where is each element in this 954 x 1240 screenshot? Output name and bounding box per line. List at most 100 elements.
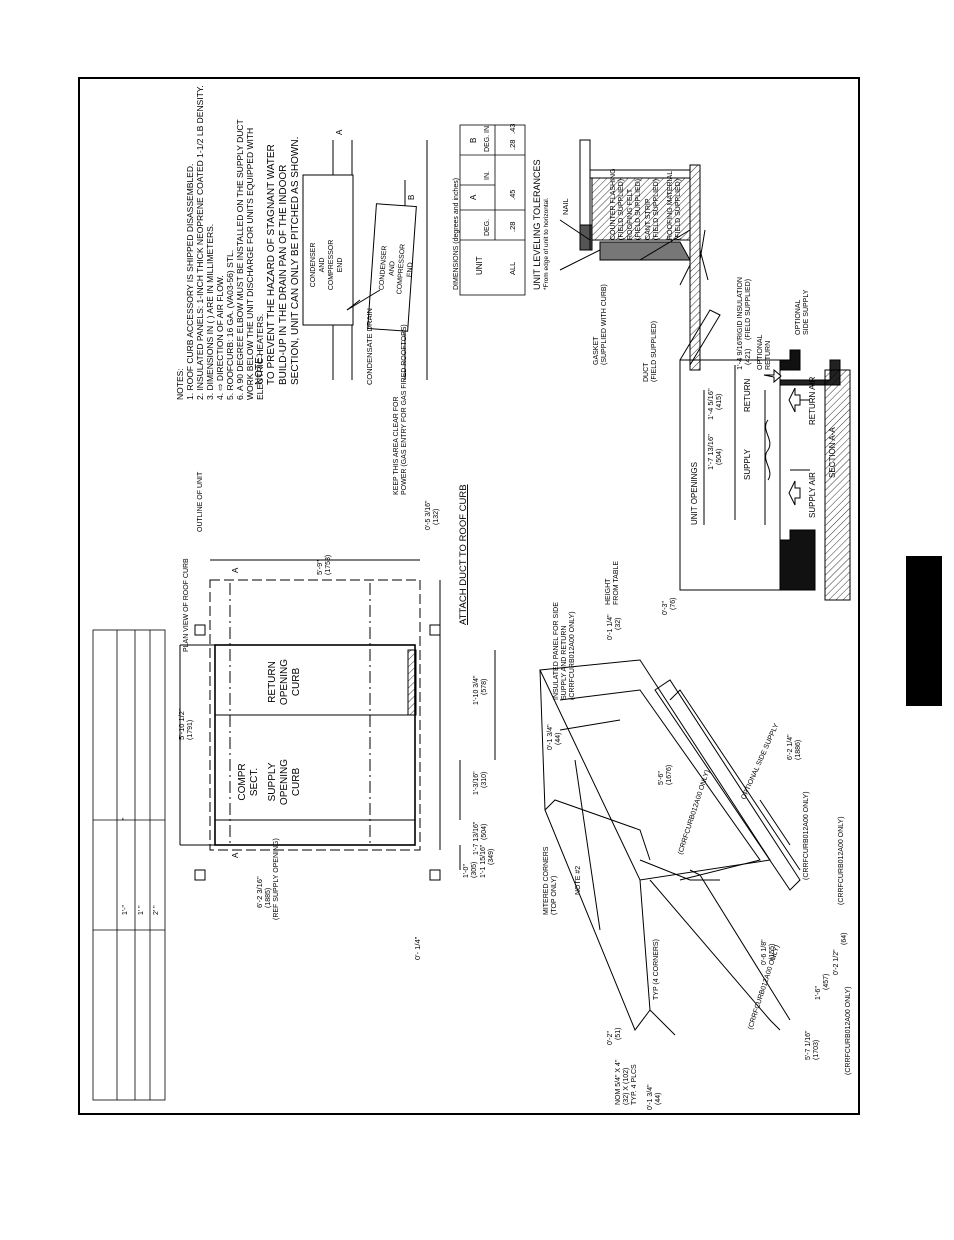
svg-text:FROM TABLE: FROM TABLE [613, 561, 620, 605]
table-row-deg-b: .28 [508, 140, 517, 150]
svg-text:(32) X (102): (32) X (102) [623, 1068, 630, 1105]
pitch-diagram [302, 140, 428, 380]
pitch-note-heading: NOTE: [254, 354, 265, 385]
section-dim-1: 1'-7 13/16" [706, 434, 715, 470]
section-title: SECTION A-A [828, 427, 837, 478]
typ-4-corners-label: TYP (4 CORNERS) [653, 939, 660, 1000]
pitch-b-label: B [407, 195, 416, 200]
plan-dim-left-mm: (1885) [265, 888, 272, 908]
mitered-corners-label: MITERED CORNERS (TOP ONLY) [543, 846, 558, 915]
iso-d114-mm: (32) [615, 618, 622, 630]
svg-text:(TOP ONLY): (TOP ONLY) [551, 876, 558, 915]
supply-air-arrow-icon [788, 480, 801, 506]
note-line-2: 2. INSULATED PANELS: 1-INCH THICK NEOPRE… [195, 85, 205, 400]
section-a-mark-top: A [231, 567, 240, 573]
plan-d5: 1'-10 3/4" [473, 675, 480, 705]
table-col-a: A [469, 194, 478, 200]
insulated-panel-label: INSULATED PANEL FOR SIDE SUPPLY AND RETU… [553, 602, 576, 700]
return-opening-curb-label: RETURN OPENING CURB [267, 659, 302, 705]
roofing-material-label: ROOFING MATERIAL (FIELD SUPPLIED) [667, 171, 682, 240]
section-dim-3: 1'-4 9/16" [735, 338, 744, 370]
duct-label: DUCT (FIELD SUPPLIED) [643, 321, 658, 382]
iso-d02: 0'-2" [607, 1031, 614, 1045]
dimensions-table-title: DIMENSIONS (degrees and inches) [453, 178, 460, 290]
plan-dim-top: 5'-10 1/2" [177, 708, 186, 740]
iso-d3-mm: (76) [670, 598, 677, 610]
plan-d4: 1'-3/16" [473, 771, 480, 795]
plan-dim-left: 6'-2 3/16" [255, 876, 264, 908]
iso-crrf-3: (CRRFCURB012A00 ONLY) [838, 816, 845, 905]
iso-d0134b: 0'-1 3/4" [647, 1084, 654, 1110]
ref-supply-label: (REF SUPPLY OPENING) [273, 838, 280, 920]
nail-label: NAIL [561, 198, 570, 215]
gasket-label: GASKET (SUPPLIED WITH CURB) [593, 284, 608, 365]
svg-text:CURB: CURB [291, 668, 302, 697]
drawing-border [78, 77, 860, 1115]
airflow-arrows [763, 368, 801, 506]
plan-d3: 1'-7 13/16" [473, 821, 480, 855]
svg-text:COMPRESSOR: COMPRESSOR [396, 244, 407, 295]
rigid-insulation-label: RIGID INSULATION (FIELD SUPPLIED) [737, 277, 752, 340]
iso-d134-mm: (44) [555, 733, 562, 745]
condenser-label-2: CONDENSER AND COMPRESSOR END [378, 244, 414, 295]
svg-text:END: END [337, 258, 344, 273]
svg-text:SIDE SUPPLY: SIDE SUPPLY [803, 289, 810, 335]
table-sub-in-b: IN. [484, 124, 491, 133]
iso-d212-mm: (64) [841, 933, 848, 945]
plan-d6: 0'-5 3/16" [425, 500, 432, 530]
ruled-table [92, 629, 166, 1101]
plan-dim-top-mm: (1791) [187, 720, 194, 740]
section-a-mark-bottom: A [231, 852, 240, 858]
table-sub-deg-a: DEG. [484, 219, 491, 236]
optional-side-supply-iso: OPTIONAL SIDE SUPPLY [740, 722, 780, 800]
counter-flashing-label: COUNTER FLASHING (FIELD SUPPLIED) [610, 168, 625, 240]
note-line-5: 5. ROOFCURB: 16 GA. (VA03-56) STL. [225, 250, 235, 400]
table-sub-deg-b: DEG. [484, 135, 491, 152]
iso-d212: 0'-2 1/2" [833, 949, 840, 975]
note-2-label: NOTE #2 [575, 866, 582, 895]
svg-text:AND: AND [388, 261, 396, 276]
svg-text:GASKET: GASKET [593, 336, 600, 365]
svg-text:SUPPLY: SUPPLY [267, 762, 278, 801]
table-row-in-a: .45 [508, 190, 517, 200]
svg-text:TYP. 4 PLCS: TYP. 4 PLCS [631, 1064, 638, 1105]
roofing-felt-label: ROOFING FELT (FIELD SUPPLIED) [627, 179, 642, 240]
svg-text:OPENING: OPENING [279, 759, 290, 805]
section-dim-1-mm: (504) [716, 449, 723, 465]
svg-text:AND: AND [319, 258, 326, 273]
note-line-8: ELECTRIC HEATERS. [255, 314, 265, 400]
table-row-deg-a: .28 [508, 222, 517, 232]
plan-d4-mm: (310) [481, 772, 488, 788]
plan-d1-mm: (305) [471, 862, 478, 878]
note-line-7: WORK BELOW THE UNIT DISCHARGE FOR UNITS … [245, 128, 255, 400]
table-sub-in-a: IN. [484, 171, 491, 180]
svg-text:(FIELD SUPPLIED): (FIELD SUPPLIED) [675, 179, 682, 240]
svg-text:ROOFING MATERIAL: ROOFING MATERIAL [667, 171, 674, 240]
unit-openings-label: UNIT OPENINGS [690, 462, 699, 525]
note-line-1: 1. ROOF CURB ACCESSORY IS SHIPPED DISASS… [185, 164, 195, 400]
iso-d56: 5'-6" [658, 771, 665, 785]
section-dim-3-mm: (421) [745, 349, 752, 365]
optional-return-arrow-icon [763, 368, 782, 384]
pitch-a-label: A [335, 129, 344, 135]
cant-strip-label: CANT STRIP (FIELD SUPPLIED) [645, 179, 660, 240]
svg-text:(FIELD SUPPLIED): (FIELD SUPPLIED) [745, 279, 752, 340]
plan-d6-mm: (132) [433, 509, 440, 525]
svg-text:END: END [406, 262, 414, 277]
svg-text:(FIELD SUPPLIED): (FIELD SUPPLIED) [653, 179, 660, 240]
dimensions-table [459, 124, 526, 296]
iso-crrf-2: (CRRFCURB012A00 ONLY) [803, 791, 810, 880]
iso-crrf-1: (CRRFCURB012A00 ONLY) [677, 769, 711, 855]
svg-text:MITERED CORNERS: MITERED CORNERS [543, 846, 550, 915]
return-air-arrow-icon [788, 387, 801, 413]
iso-d16-mm: (457) [823, 974, 830, 990]
pitch-note-line-1: TO PREVENT THE HAZARD OF STAGNANT WATER [266, 144, 277, 385]
plan-d3-mm: (504) [481, 824, 488, 840]
svg-text:COUNTER FLASHING: COUNTER FLASHING [610, 168, 617, 240]
plan-view [179, 559, 496, 881]
svg-text:RETURN: RETURN [267, 661, 278, 703]
svg-text:(CRRFCURB012A00 ONLY): (CRRFCURB012A00 ONLY) [569, 611, 576, 700]
iso-curb [539, 659, 801, 1036]
keep-clear-label: KEEP THIS AREA CLEAR FOR POWER (GAS ENTR… [393, 324, 408, 495]
